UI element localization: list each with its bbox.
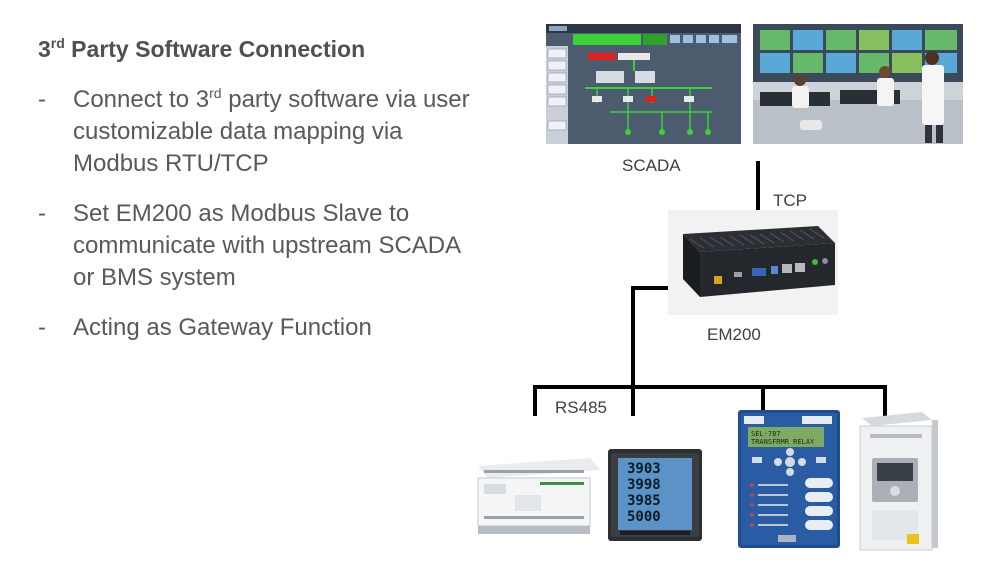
bullet-dash: - — [38, 200, 46, 227]
em200-label: EM200 — [707, 325, 761, 344]
rs485-label: RS485 — [555, 398, 607, 417]
relay-screen-line-2: TRANSFRMR RELAY — [751, 438, 815, 446]
bullet-text: Set EM200 as Modbus Slave to communicate… — [73, 200, 460, 291]
bullet-dash: - — [38, 314, 46, 341]
industrial-pc-icon — [668, 210, 838, 315]
scada-label: SCADA — [622, 156, 681, 175]
title-superscript: rd — [50, 35, 65, 51]
power-meter-icon: 3903 3998 3985 5000 — [608, 449, 702, 541]
meter-reading-2: 3998 — [627, 477, 661, 493]
title-prefix: 3 — [38, 36, 51, 62]
slide-title: 3rd Party Software Connection — [38, 36, 365, 63]
bullet-text: Connect to 3 — [73, 86, 210, 113]
vfd-drive-icon — [859, 412, 938, 551]
relay-screen-line-1: SEL-787 — [751, 430, 781, 438]
meter-reading-1: 3903 — [627, 461, 661, 477]
bullet-item-1: -Connect to 3rd party software via user … — [38, 84, 478, 180]
meter-reading-3: 3985 — [627, 493, 661, 509]
bullet-text-rest: party software via user customizable dat… — [73, 86, 470, 177]
bullet-superscript: rd — [209, 85, 222, 101]
scada-hmi-screenshot-icon — [546, 24, 741, 144]
control-room-photo-icon — [753, 24, 963, 144]
meter-reading-4: 5000 — [627, 509, 661, 525]
bullet-dash: - — [38, 86, 46, 113]
bullet-list: -Connect to 3rd party software via user … — [38, 84, 478, 362]
bullet-item-3: -Acting as Gateway Function — [38, 312, 478, 344]
plc-icon — [477, 458, 600, 534]
bullet-item-2: -Set EM200 as Modbus Slave to communicat… — [38, 198, 478, 294]
title-rest: Party Software Connection — [64, 36, 366, 62]
bullet-text: Acting as Gateway Function — [73, 314, 372, 341]
protection-relay-icon: SEL-787 TRANSFRMR RELAY — [738, 410, 840, 548]
connection-wires — [533, 161, 887, 419]
tcp-label: TCP — [773, 191, 807, 210]
